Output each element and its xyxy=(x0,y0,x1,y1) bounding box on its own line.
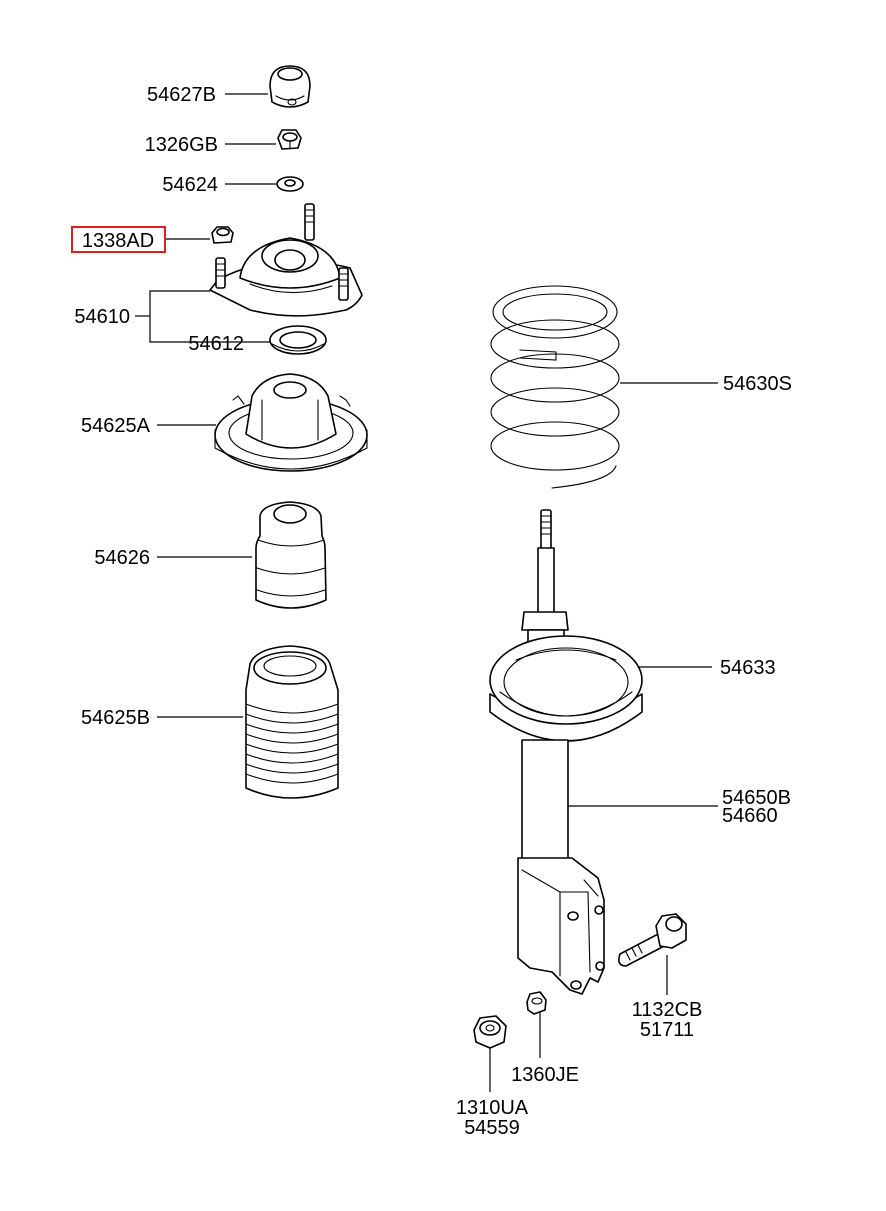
part-54624-washer[interactable] xyxy=(276,176,304,192)
part-54612-bearing[interactable] xyxy=(269,325,327,355)
label-1326GB: 1326GB xyxy=(145,134,218,156)
part-54627B-cap[interactable] xyxy=(269,65,311,108)
part-1360JE-nut[interactable] xyxy=(526,991,547,1015)
label-54630S: 54630S xyxy=(723,373,792,395)
part-54630S-coil-spring[interactable] xyxy=(490,285,620,489)
leader-lines xyxy=(135,93,718,1092)
label-54626: 54626 xyxy=(94,547,150,569)
label-54624: 54624 xyxy=(162,174,218,196)
label-54610: 54610 xyxy=(74,306,130,328)
part-labels: 54627B 1326GB 54624 1338AD 54610 54612 5… xyxy=(71,84,792,1139)
part-54610-strut-mount[interactable] xyxy=(209,203,363,317)
label-51711: 51711 xyxy=(640,1019,694,1041)
label-54633: 54633 xyxy=(720,657,776,679)
part-54633-lower-spring-seat[interactable] xyxy=(489,635,643,742)
part-1338AD-nut[interactable] xyxy=(211,226,234,244)
part-1326GB-nut[interactable] xyxy=(277,129,302,150)
label-1360JE: 1360JE xyxy=(511,1064,579,1086)
label-54625A: 54625A xyxy=(81,415,151,437)
label-54625B: 54625B xyxy=(81,707,150,729)
part-54625B-dust-cover[interactable] xyxy=(245,645,339,799)
label-54627B: 54627B xyxy=(147,84,216,106)
part-54626-bump-stopper[interactable] xyxy=(255,501,327,609)
label-1132CB: 1132CB xyxy=(632,999,703,1021)
label-1310UA: 1310UA xyxy=(456,1097,529,1119)
label-1338AD[interactable]: 1338AD xyxy=(82,230,154,252)
label-54559: 54559 xyxy=(464,1117,520,1139)
label-54612: 54612 xyxy=(188,333,244,355)
highlight-box-1338AD xyxy=(71,226,166,253)
label-54650B: 54650B xyxy=(722,787,791,809)
part-54625A-spring-seat[interactable] xyxy=(214,373,368,472)
label-54660: 54660 xyxy=(722,805,778,827)
part-54650B-strut-body[interactable] xyxy=(517,739,605,995)
part-1132CB-bolt[interactable] xyxy=(618,913,687,967)
part-1310UA-flange-nut[interactable] xyxy=(473,1015,507,1049)
